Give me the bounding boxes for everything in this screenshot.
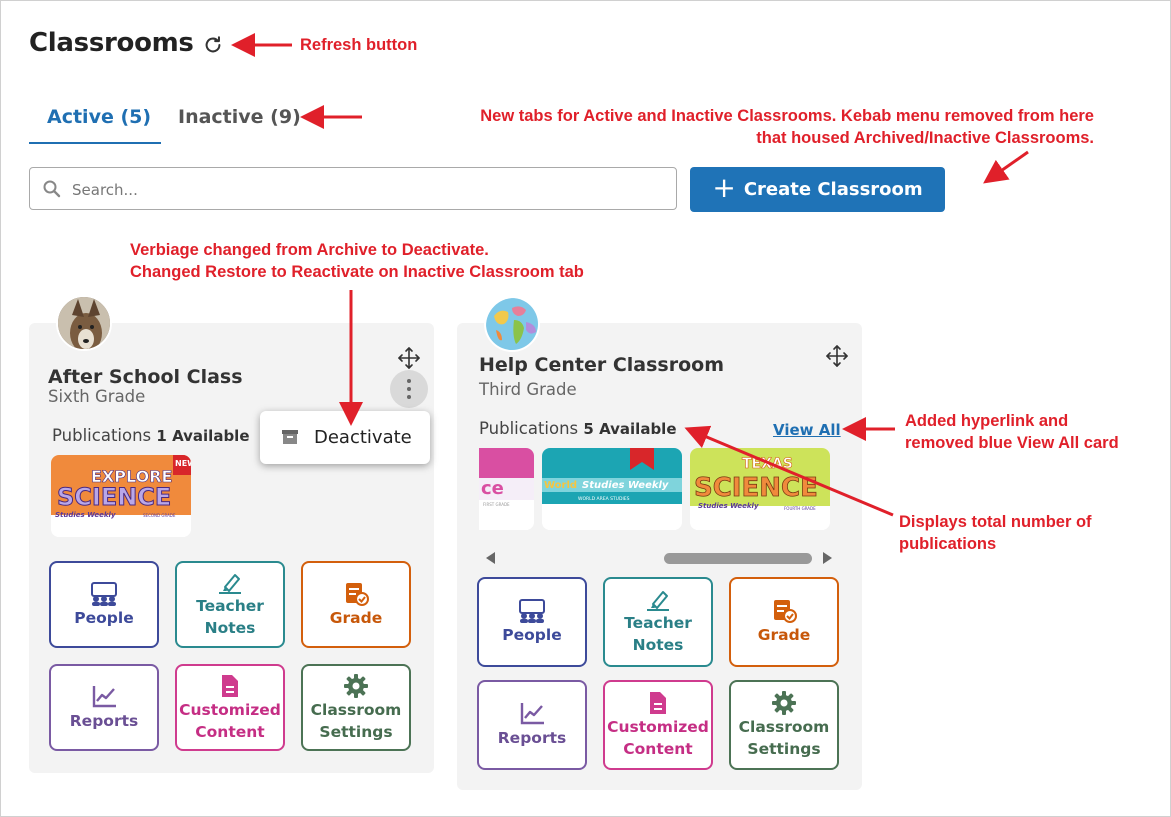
move-icon[interactable] [825, 344, 849, 368]
teacher-notes-button[interactable]: Teacher Notes [603, 577, 713, 667]
scroll-right-arrow[interactable] [823, 552, 832, 564]
reports-label: Reports [69, 711, 139, 730]
teacher-notes-label-2: Notes [204, 618, 256, 637]
publications-scrollbar[interactable] [479, 549, 838, 567]
gear-icon [344, 673, 368, 698]
teacher-notes-label-1: Teacher [196, 596, 264, 615]
publication-thumbnail[interactable]: World Studies Weekly WORLD AREA STUDIES [542, 448, 682, 530]
annotation-count: Displays total number of publications [899, 513, 1092, 553]
pub-brand: Studies Weekly [55, 511, 116, 519]
card-title: After School Class [48, 366, 243, 388]
annotation-deactivate: Verbiage changed from Archive to Deactiv… [130, 241, 584, 281]
deactivate-label: Deactivate [314, 427, 412, 448]
teacher-notes-label-2: Notes [632, 636, 684, 654]
search-box [29, 167, 677, 210]
people-icon [91, 581, 117, 606]
publications-count: 1 Available [156, 427, 250, 445]
new-badge: NEW [175, 459, 191, 468]
pub-title: World [544, 480, 577, 491]
reports-button[interactable]: Reports [49, 664, 159, 751]
people-label: People [502, 626, 562, 644]
customized-content-label-1: Customized [179, 700, 281, 719]
move-icon[interactable] [397, 346, 421, 370]
scroll-thumb[interactable] [664, 553, 812, 564]
pub-title-line2: SCIENCE [57, 483, 171, 511]
publications-label: Publications 1 Available [52, 426, 250, 445]
reports-button[interactable]: Reports [477, 680, 587, 770]
teacher-notes-label-1: Teacher [624, 614, 692, 632]
classroom-settings-label-2: Settings [319, 722, 393, 741]
pub-brand: Studies Weekly [582, 480, 669, 491]
archive-icon [282, 430, 298, 444]
teacher-notes-button[interactable]: Teacher Notes [175, 561, 285, 648]
grade-icon [774, 600, 797, 623]
document-icon [222, 674, 238, 697]
grade-icon [346, 582, 369, 606]
active-tab-indicator [29, 142, 161, 144]
deactivate-menu-item[interactable]: Deactivate [260, 411, 430, 464]
create-classroom-label: Create Classroom [743, 179, 923, 200]
search-icon [43, 180, 61, 198]
classroom-settings-label-2: Settings [747, 740, 821, 758]
pub-title-line1: EXPLORE [91, 467, 172, 486]
card-subtitle: Third Grade [479, 380, 577, 399]
people-label: People [74, 608, 134, 627]
customized-content-label-2: Content [623, 740, 693, 758]
customized-content-label-2: Content [195, 722, 265, 741]
pub-title: ce [481, 478, 504, 499]
pub-grade: FIRST GRADE [483, 502, 510, 507]
reports-label: Reports [497, 729, 567, 747]
publication-thumbnail[interactable]: ce FIRST GRADE [479, 448, 534, 530]
card-subtitle: Sixth Grade [48, 387, 146, 406]
annotation-view-all: Added hyperlink and removed blue View Al… [905, 412, 1119, 452]
page-title: Classrooms [29, 28, 194, 58]
chart-icon [92, 685, 116, 707]
avatar [484, 296, 540, 352]
refresh-icon[interactable] [202, 34, 224, 56]
chart-icon [520, 703, 544, 725]
classroom-settings-button[interactable]: Classroom Settings [301, 664, 411, 751]
pub-title-line1: TEXAS [742, 456, 793, 472]
people-icon [519, 599, 545, 623]
classroom-settings-label-1: Classroom [310, 700, 402, 719]
document-icon [650, 692, 666, 714]
card-title: Help Center Classroom [479, 354, 724, 376]
grade-label: Grade [329, 608, 383, 627]
classroom-settings-button[interactable]: Classroom Settings [729, 680, 839, 770]
classroom-settings-label-1: Classroom [738, 718, 830, 736]
annotation-refresh: Refresh button [300, 36, 418, 54]
publications-count: 5 Available [583, 420, 677, 438]
create-classroom-button[interactable]: + Create Classroom [690, 167, 945, 212]
highlighter-icon [647, 591, 669, 611]
people-button[interactable]: People [49, 561, 159, 648]
avatar [56, 295, 112, 351]
customized-content-button[interactable]: Customized Content [175, 664, 285, 751]
grade-button[interactable]: Grade [301, 561, 411, 648]
highlighter-icon [219, 573, 241, 594]
scroll-left-arrow[interactable] [486, 552, 495, 564]
plus-icon: + [712, 171, 736, 204]
pub-grade: SECOND GRADE [143, 513, 176, 518]
grade-label: Grade [757, 626, 811, 644]
pub-title-line2: SCIENCE [694, 473, 818, 503]
tab-active[interactable]: Active (5) [47, 106, 152, 128]
customized-content-label-1: Customized [607, 718, 709, 736]
publication-thumbnail[interactable]: TEXAS SCIENCE Studies Weekly FOURTH GRAD… [690, 448, 830, 530]
customized-content-button[interactable]: Customized Content [603, 680, 713, 770]
kebab-menu-button[interactable] [390, 370, 428, 408]
pub-grade: FOURTH GRADE [784, 506, 816, 511]
pub-grade: WORLD AREA STUDIES [578, 496, 630, 502]
people-button[interactable]: People [477, 577, 587, 667]
search-input[interactable] [70, 178, 664, 202]
view-all-link[interactable]: View All [773, 421, 841, 439]
publication-thumbnail[interactable]: NEW EXPLORE SCIENCE Studies Weekly SECON… [51, 455, 191, 537]
publications-label: Publications 5 Available [479, 419, 677, 438]
tab-inactive[interactable]: Inactive (9) [178, 106, 301, 128]
annotation-tabs: New tabs for Active and Inactive Classro… [480, 107, 1094, 147]
pub-brand: Studies Weekly [698, 502, 759, 510]
gear-icon [772, 691, 796, 715]
grade-button[interactable]: Grade [729, 577, 839, 667]
